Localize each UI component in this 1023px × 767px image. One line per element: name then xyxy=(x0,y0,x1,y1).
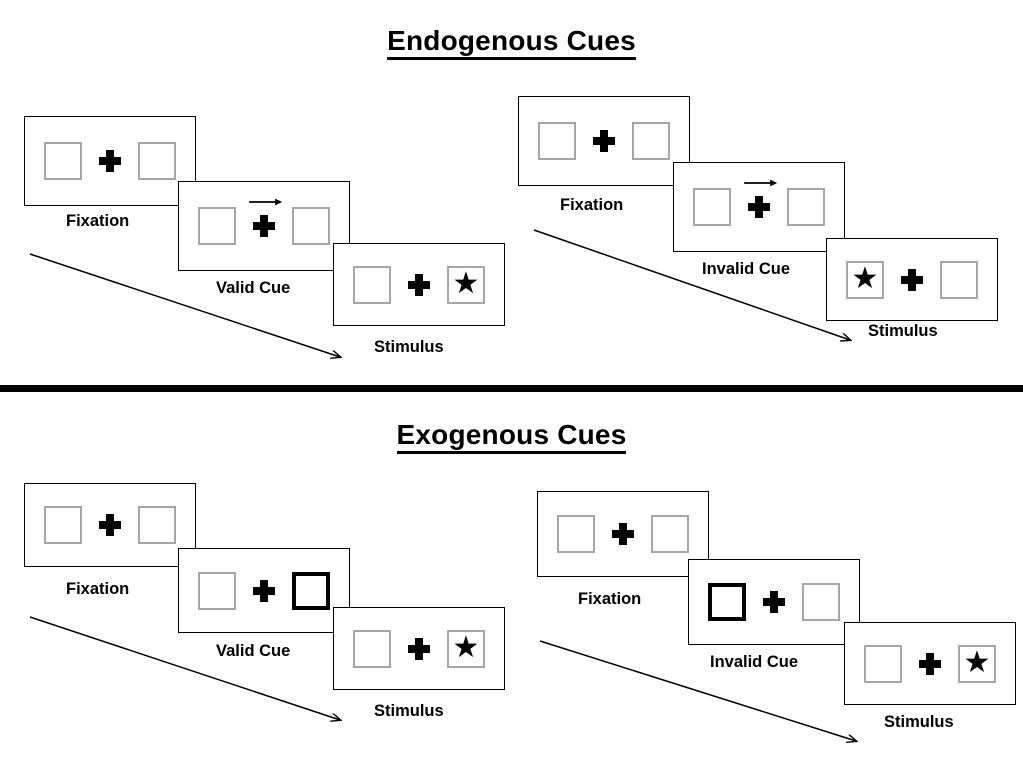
frame-endogenous-valid-stimulus: ★ ★ xyxy=(333,243,505,326)
caption-endogenous-valid-cue: Valid Cue xyxy=(216,279,291,297)
right-placeholder-square: ★ xyxy=(802,583,840,621)
frame-exogenous-valid-fixation: ★ ★ xyxy=(24,483,196,567)
fixation-cross-icon xyxy=(592,129,616,153)
frame-content: ★ ★ xyxy=(693,179,825,226)
fixation-cross-icon xyxy=(762,590,786,614)
target-star-right: ★ xyxy=(963,645,991,679)
time-arrow-exogenous-invalid xyxy=(539,640,874,753)
frame-content: ★ ★ xyxy=(557,515,689,553)
target-star-right: ★ xyxy=(452,266,480,300)
time-arrow-exogenous-valid xyxy=(29,616,357,733)
section-divider xyxy=(0,385,1023,392)
caption-endogenous-valid-stimulus: Stimulus xyxy=(374,338,444,356)
caption-endogenous-valid-fixation: Fixation xyxy=(66,212,130,230)
left-cue-square: ★ xyxy=(708,583,746,621)
frame-content: ★ ★ xyxy=(538,122,670,160)
cue-arrow-right-icon xyxy=(744,179,778,187)
left-placeholder-square: ★ xyxy=(864,644,902,683)
frame-exogenous-valid-cue: ★ ★ xyxy=(178,548,350,633)
caption-exogenous-valid-cue: Valid Cue xyxy=(216,642,291,660)
frame-content: ★ ★ xyxy=(44,506,176,544)
frame-exogenous-invalid-cue: ★ ★ xyxy=(688,559,860,645)
right-placeholder-square: ★ xyxy=(787,188,825,226)
time-arrow-endogenous-invalid xyxy=(533,229,868,352)
right-placeholder-square: ★ xyxy=(651,515,689,553)
fixation-cross-icon xyxy=(98,149,122,173)
time-arrow-endogenous-valid xyxy=(29,253,357,370)
caption-exogenous-valid-fixation: Fixation xyxy=(66,580,130,598)
left-placeholder-square: ★ xyxy=(198,207,236,245)
fixation-cross-icon xyxy=(98,513,122,537)
right-cue-square: ★ xyxy=(292,571,330,610)
left-placeholder-square: ★ xyxy=(44,142,82,180)
left-placeholder-square: ★ xyxy=(353,265,391,304)
left-placeholder-square: ★ xyxy=(44,506,82,544)
frame-endogenous-valid-cue: ★ ★ xyxy=(178,181,350,271)
fixation-cross-icon xyxy=(918,652,942,676)
left-placeholder-square: ★ xyxy=(538,122,576,160)
section-title-exogenous: Exogenous Cues xyxy=(0,419,1023,454)
section-title-exogenous-text: Exogenous Cues xyxy=(396,419,627,454)
fixation-cross-icon xyxy=(407,637,431,661)
right-placeholder-square: ★ xyxy=(138,142,176,180)
frame-content: ★ ★ xyxy=(708,583,840,621)
frame-exogenous-invalid-fixation: ★ ★ xyxy=(537,491,709,577)
fixation-cross-icon xyxy=(900,268,924,292)
left-placeholder-square: ★ xyxy=(557,515,595,553)
fixation-cross-icon xyxy=(252,579,276,603)
right-placeholder-square: ★ xyxy=(940,260,978,299)
caption-exogenous-valid-stimulus: Stimulus xyxy=(374,702,444,720)
section-title-endogenous-text: Endogenous Cues xyxy=(387,25,636,60)
right-placeholder-square: ★ xyxy=(292,207,330,245)
fixation-cross-icon xyxy=(744,179,778,219)
frame-content: ★ ★ xyxy=(846,260,978,299)
frame-content: ★ ★ xyxy=(353,265,485,304)
caption-endogenous-invalid-cue: Invalid Cue xyxy=(702,260,791,278)
frame-exogenous-invalid-stimulus: ★ ★ xyxy=(844,622,1016,705)
fixation-cross-icon xyxy=(249,198,283,238)
frame-content: ★ ★ xyxy=(864,644,996,683)
frame-content: ★ ★ xyxy=(198,571,330,610)
left-placeholder-square: ★ xyxy=(198,571,236,610)
frame-content: ★ ★ xyxy=(44,142,176,180)
fixation-cross-icon xyxy=(611,522,635,546)
right-target-square: ★ xyxy=(447,265,485,304)
frame-endogenous-valid-fixation: ★ ★ xyxy=(24,116,196,206)
left-placeholder-square: ★ xyxy=(693,188,731,226)
frame-exogenous-valid-stimulus: ★ ★ xyxy=(333,607,505,690)
section-title-endogenous: Endogenous Cues xyxy=(0,25,1023,60)
frame-endogenous-invalid-fixation: ★ ★ xyxy=(518,96,690,186)
target-star-left: ★ xyxy=(851,261,879,295)
fixation-cross-icon xyxy=(407,273,431,297)
frame-endogenous-invalid-stimulus: ★ ★ xyxy=(826,238,998,321)
frame-content: ★ ★ xyxy=(198,198,330,245)
caption-exogenous-invalid-fixation: Fixation xyxy=(578,590,642,608)
right-target-square: ★ xyxy=(958,644,996,683)
caption-exogenous-invalid-stimulus: Stimulus xyxy=(884,713,954,731)
target-star-right: ★ xyxy=(452,630,480,664)
right-placeholder-square: ★ xyxy=(632,122,670,160)
caption-endogenous-invalid-fixation: Fixation xyxy=(560,196,624,214)
frame-endogenous-invalid-cue: ★ ★ xyxy=(673,162,845,252)
frame-content: ★ ★ xyxy=(353,629,485,668)
left-placeholder-square: ★ xyxy=(353,629,391,668)
left-target-square: ★ xyxy=(846,260,884,299)
cue-arrow-right-icon xyxy=(249,198,283,206)
right-target-square: ★ xyxy=(447,629,485,668)
caption-endogenous-invalid-stimulus: Stimulus xyxy=(868,322,938,340)
right-placeholder-square: ★ xyxy=(138,506,176,544)
caption-exogenous-invalid-cue: Invalid Cue xyxy=(710,653,799,671)
